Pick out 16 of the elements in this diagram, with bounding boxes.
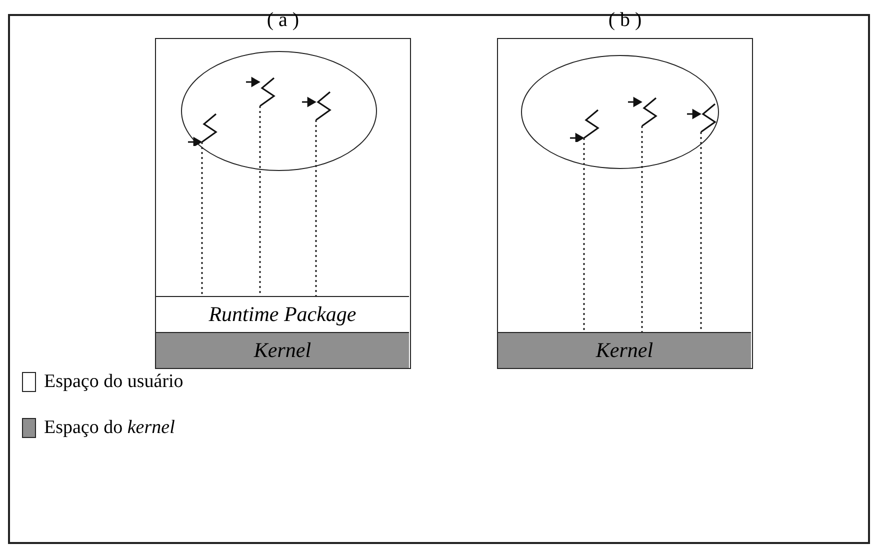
dotted-line [201, 142, 203, 296]
dotted-line [315, 120, 317, 296]
process-ellipse [521, 55, 719, 169]
dotted-line [641, 126, 643, 332]
panel-heading: ( a ) [266, 9, 300, 32]
process-ellipse [181, 51, 377, 171]
legend-label: Espaço do kernel [44, 417, 175, 439]
panel-heading: ( b ) [607, 9, 643, 32]
dotted-line [259, 106, 261, 296]
legend-label: Espaço do usuário [44, 371, 184, 393]
kernel-layer: Kernel [156, 332, 409, 368]
kernel-layer: Kernel [498, 332, 751, 368]
thread-icon [186, 112, 220, 146]
dotted-line [700, 132, 702, 332]
dotted-line [583, 138, 585, 332]
thread-icon [568, 108, 602, 142]
